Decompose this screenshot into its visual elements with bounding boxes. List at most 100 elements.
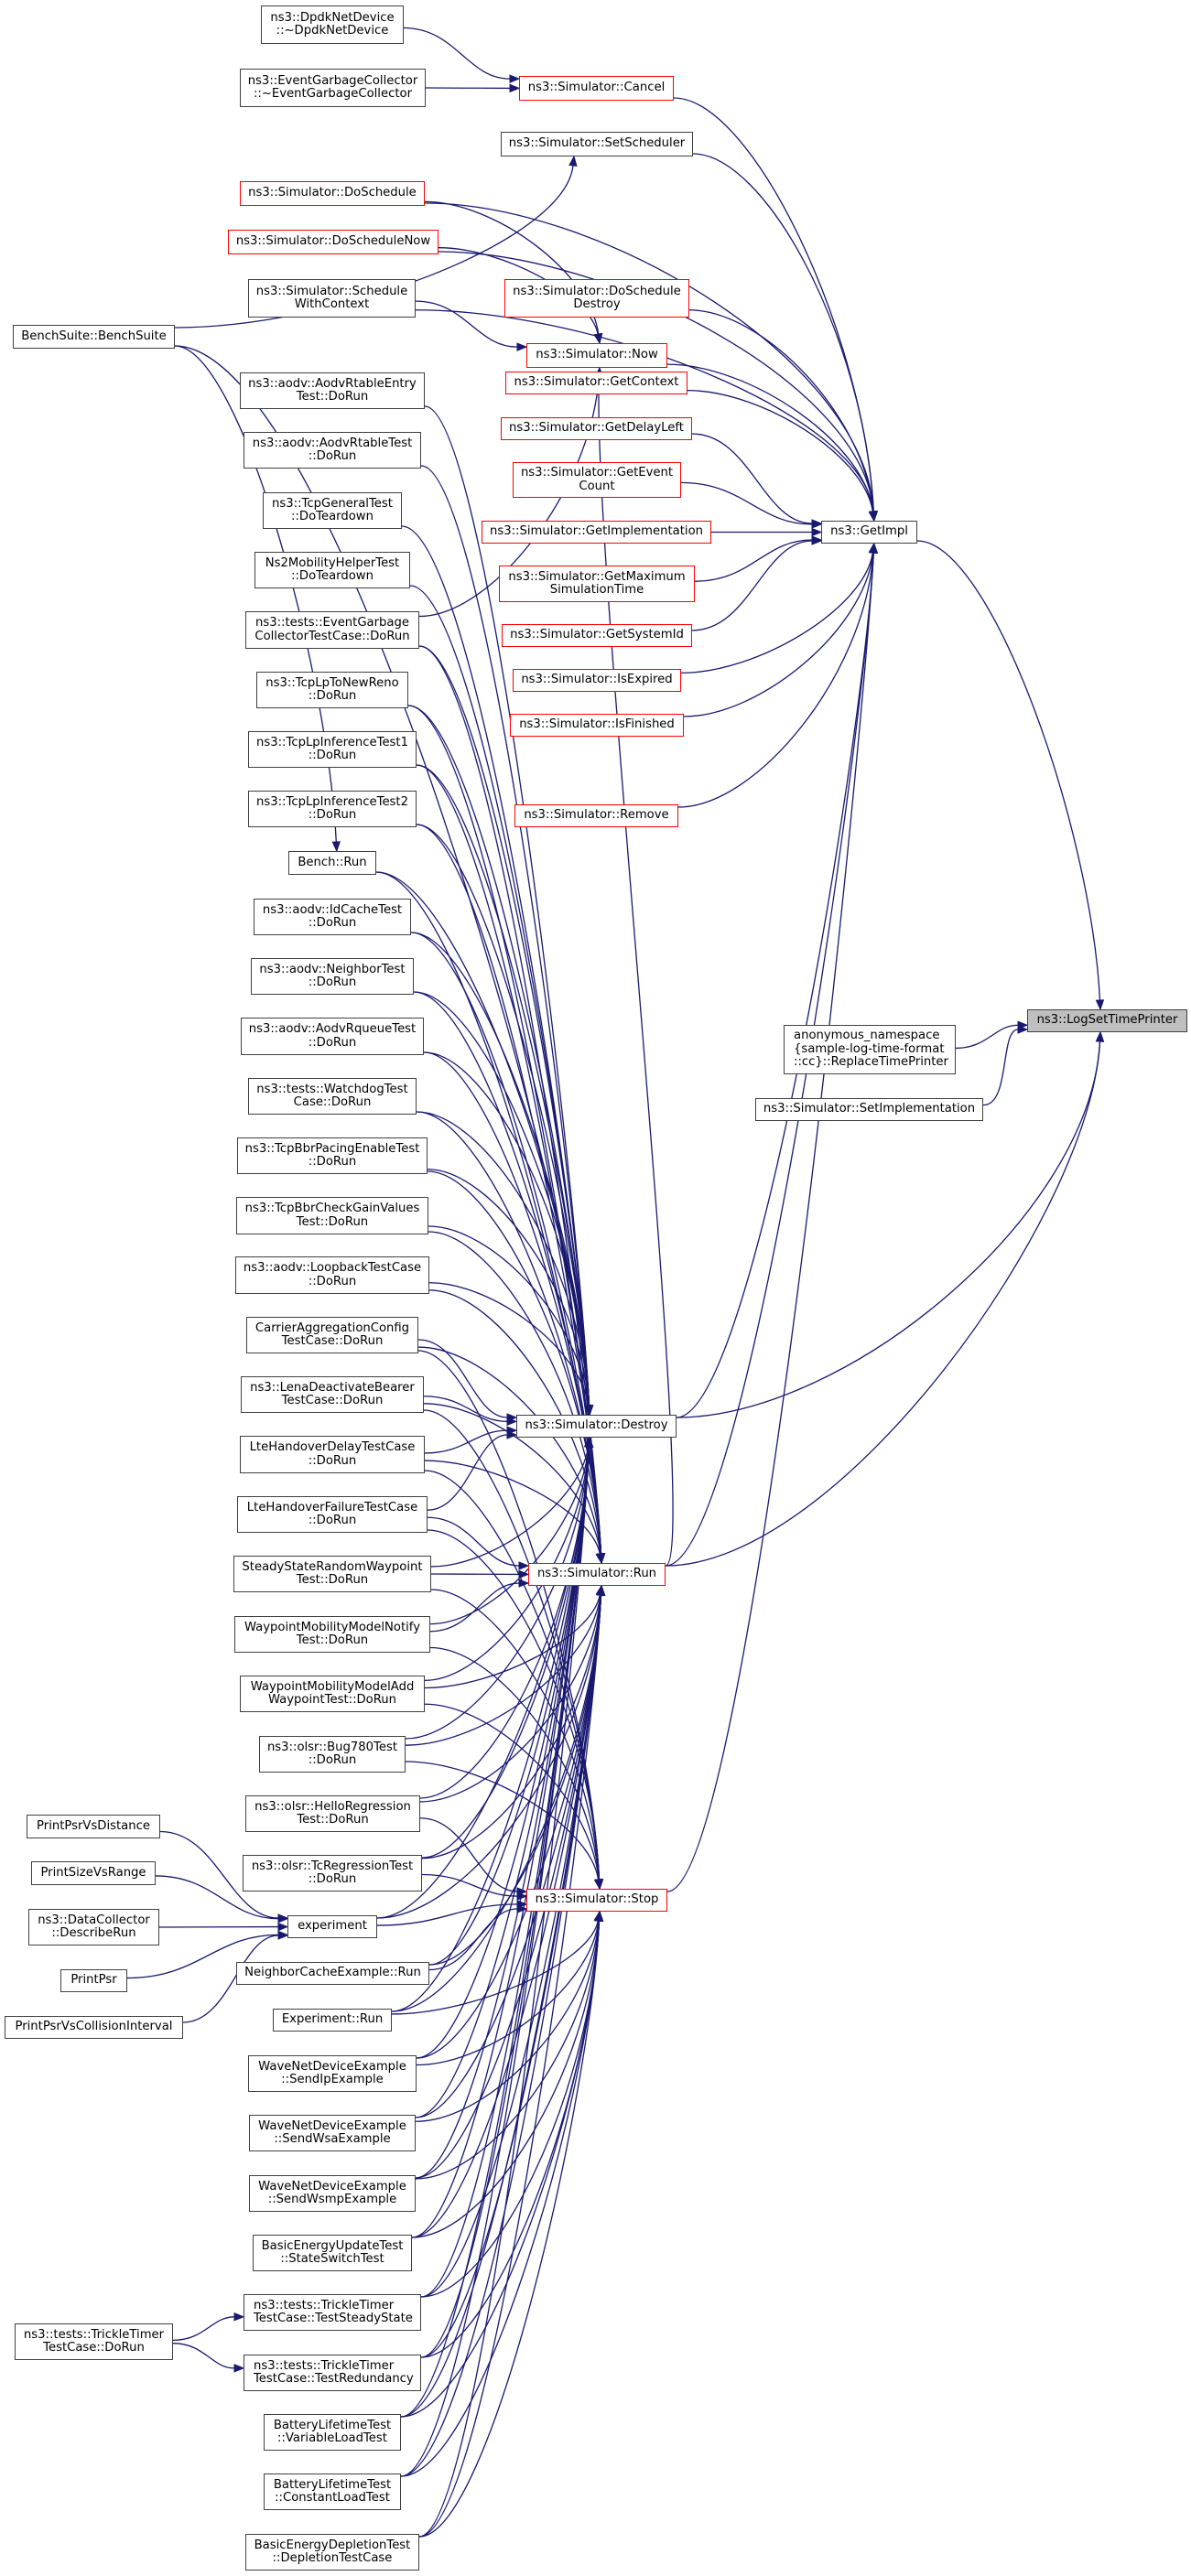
node-tcp-bbr-check-gain-values-test[interactable]: ns3::TcpBbrCheckGainValues Test::DoRun — [236, 1197, 428, 1234]
node-dpdk-net-device-destructor[interactable]: ns3::DpdkNetDevice ::~DpdkNetDevice — [261, 5, 404, 44]
node-print-size-vs-range[interactable]: PrintSizeVsRange — [31, 1861, 156, 1885]
arrowhead-LenaDeactivateBearerTestCase-to-Destroy — [506, 1417, 518, 1427]
node-log-set-time-printer: ns3::LogSetTimePrinter — [1027, 1009, 1187, 1032]
node-trickle-timer-test-redundancy[interactable]: ns3::tests::TrickleTimer TestCase::TestR… — [244, 2355, 421, 2391]
edge-StateSwitchTest-to-Stop — [411, 1920, 601, 2238]
node-simulator-get-event-count[interactable]: ns3::Simulator::GetEvent Count — [513, 462, 681, 498]
node-simulator-is-finished[interactable]: ns3::Simulator::IsFinished — [510, 714, 684, 737]
node-simulator-get-maximum-simulation-time[interactable]: ns3::Simulator::GetMaximum SimulationTim… — [499, 566, 695, 602]
node-set-implementation[interactable]: ns3::Simulator::SetImplementation — [755, 1098, 983, 1121]
node-aodv-loopback-test-case[interactable]: ns3::aodv::LoopbackTestCase ::DoRun — [235, 1256, 429, 1294]
edge-TcpGeneralTest-to-Destroy — [401, 525, 590, 1407]
node-simulator-get-context[interactable]: ns3::Simulator::GetContext — [505, 372, 688, 394]
node-battery-variable-load-test[interactable]: BatteryLifetimeTest ::VariableLoadTest — [264, 2414, 401, 2451]
edge-IsExpired-to-GetImpl — [680, 552, 873, 674]
node-event-garbage-collector-destructor[interactable]: ns3::EventGarbageCollector ::~EventGarba… — [240, 69, 426, 107]
node-experiment-run[interactable]: Experiment::Run — [273, 2009, 392, 2032]
node-tcp-bbr-pacing-enable-test[interactable]: ns3::TcpBbrPacingEnableTest ::DoRun — [237, 1137, 428, 1174]
node-simulator-run[interactable]: ns3::Simulator::Run — [528, 1563, 666, 1586]
edge-ScheduleWithContext-to-Now — [415, 300, 518, 348]
node-waypoint-mobility-model-add-waypoint-test[interactable]: WaypointMobilityModelAdd WaypointTest::D… — [240, 1676, 425, 1712]
node-waypoint-mobility-model-notify-test[interactable]: WaypointMobilityModelNotify Test::DoRun — [234, 1616, 430, 1653]
node-get-impl[interactable]: ns3::GetImpl — [821, 521, 917, 544]
node-simulator-get-system-id[interactable]: ns3::Simulator::GetSystemId — [502, 624, 692, 647]
node-simulator-do-schedule[interactable]: ns3::Simulator::DoSchedule — [240, 181, 425, 206]
edge-Stop-to-GetImpl — [666, 552, 874, 1892]
node-print-psr-vs-distance[interactable]: PrintPsrVsDistance — [27, 1815, 160, 1838]
edge-experiment-to-Run — [376, 1594, 602, 1919]
edge-WaypointMobilityModelNotifyTest-to-Run — [429, 1582, 520, 1633]
arrowhead-DepletionTestCase-to-Run — [596, 1584, 606, 1596]
edge-PrintPsr-to-experiment — [126, 1934, 279, 1979]
node-watchdog-test-case[interactable]: ns3::tests::WatchdogTest Case::DoRun — [248, 1078, 417, 1115]
node-olsr-tc-regression-test[interactable]: ns3::olsr::TcRegressionTest ::DoRun — [243, 1855, 422, 1892]
edge-experiment-to-Stop — [376, 1903, 518, 1926]
node-aodv-neighbor-test[interactable]: ns3::aodv::NeighborTest ::DoRun — [251, 958, 414, 995]
arrowhead-SetImplementation-to-LogSetTimePrinter — [1017, 1025, 1029, 1034]
edge-AodvRtableTest-to-Destroy — [420, 465, 590, 1407]
node-tcp-general-test[interactable]: ns3::TcpGeneralTest ::DoTeardown — [263, 492, 402, 529]
node-bench-suite[interactable]: BenchSuite::BenchSuite — [13, 325, 175, 349]
node-aodv-rtable-entry-test[interactable]: ns3::aodv::AodvRtableEntry Test::DoRun — [240, 372, 425, 409]
node-trickle-timer-do-run[interactable]: ns3::tests::TrickleTimer TestCase::DoRun — [15, 2323, 173, 2360]
edge-DpdkNetDevice-to-Cancel — [403, 27, 511, 80]
node-simulator-is-expired[interactable]: ns3::Simulator::IsExpired — [513, 669, 681, 692]
arrowhead-GetEventCount-to-GetImpl — [811, 520, 823, 529]
node-simulator-get-delay-left[interactable]: ns3::Simulator::GetDelayLeft — [501, 417, 692, 440]
node-lte-handover-failure-test-case[interactable]: LteHandoverFailureTestCase ::DoRun — [237, 1496, 428, 1533]
node-simulator-set-scheduler[interactable]: ns3::Simulator::SetScheduler — [501, 132, 693, 156]
node-experiment[interactable]: experiment — [287, 1915, 377, 1938]
node-simulator-schedule-with-context[interactable]: ns3::Simulator::Schedule WithContext — [248, 279, 416, 318]
edge-SteadyStateRandomWaypointTest-to-Destroy — [430, 1446, 590, 1568]
node-tcp-lp-inference-test1[interactable]: ns3::TcpLpInferenceTest1 ::DoRun — [248, 731, 417, 768]
node-tcp-lp-inference-test2[interactable]: ns3::TcpLpInferenceTest2 ::DoRun — [248, 791, 417, 827]
node-simulator-get-implementation[interactable]: ns3::Simulator::GetImplementation — [482, 521, 711, 544]
node-simulator-stop[interactable]: ns3::Simulator::Stop — [526, 1889, 667, 1912]
edge-Bug780Test-to-Destroy — [405, 1446, 590, 1740]
node-aodv-rtable-test[interactable]: ns3::aodv::AodvRtableTest ::DoRun — [244, 432, 421, 469]
edge-GetMaximumSimulationTime-to-GetImpl — [694, 539, 813, 582]
node-simulator-cancel[interactable]: ns3::Simulator::Cancel — [519, 76, 674, 101]
node-bench-run[interactable]: Bench::Run — [288, 851, 376, 875]
node-print-psr-vs-collision-interval[interactable]: PrintPsrVsCollisionInterval — [5, 2016, 183, 2039]
arrowhead-GetImpl-to-LogSetTimePrinter — [1095, 999, 1105, 1011]
node-simulator-do-schedule-destroy[interactable]: ns3::Simulator::DoSchedule Destroy — [504, 279, 689, 318]
node-olsr-hello-regression-test[interactable]: ns3::olsr::HelloRegression Test::DoRun — [245, 1795, 420, 1832]
edge-DoScheduleNow-to-Now — [438, 247, 599, 335]
node-olsr-bug780-test[interactable]: ns3::olsr::Bug780Test ::DoRun — [259, 1736, 406, 1773]
edge-StateSwitchTest-to-Run — [411, 1594, 602, 2238]
node-aodv-id-cache-test[interactable]: ns3::aodv::IdCacheTest ::DoRun — [254, 899, 411, 935]
node-trickle-timer-test-steady-state[interactable]: ns3::tests::TrickleTimer TestCase::TestS… — [244, 2294, 421, 2331]
node-simulator-now[interactable]: ns3::Simulator::Now — [526, 343, 667, 368]
node-wave-send-wsmp-example[interactable]: WaveNetDeviceExample ::SendWsmpExample — [249, 2175, 416, 2212]
node-simulator-destroy[interactable]: ns3::Simulator::Destroy — [516, 1415, 677, 1438]
edge-WaypointMobilityModelNotifyTest-to-Stop — [429, 1646, 600, 1881]
node-neighbor-cache-example-run[interactable]: NeighborCacheExample::Run — [236, 1962, 429, 1985]
node-print-psr[interactable]: PrintPsr — [60, 1969, 127, 1992]
node-basic-energy-depletion-test-case[interactable]: BasicEnergyDepletionTest ::DepletionTest… — [245, 2534, 419, 2571]
node-wave-send-wsa-example[interactable]: WaveNetDeviceExample ::SendWsaExample — [249, 2115, 416, 2151]
node-replace-time-printer[interactable]: anonymous_namespace {sample-log-time-for… — [784, 1025, 956, 1074]
edge-LenaDeactivateBearerTestCase-to-Run — [423, 1403, 601, 1555]
node-data-collector-describe-run[interactable]: ns3::DataCollector ::DescribeRun — [28, 1909, 159, 1945]
node-wave-send-ip-example[interactable]: WaveNetDeviceExample ::SendIpExample — [248, 2055, 417, 2092]
arrowhead-GetImplementation-to-GetImpl — [811, 527, 823, 537]
arrowhead-GetSystemId-to-GetImpl — [811, 536, 823, 545]
node-ns2-mobility-helper-test[interactable]: Ns2MobilityHelperTest ::DoTeardown — [254, 552, 410, 588]
node-simulator-remove[interactable]: ns3::Simulator::Remove — [514, 804, 678, 827]
node-battery-constant-load-test[interactable]: BatteryLifetimeTest ::ConstantLoadTest — [264, 2474, 401, 2510]
edge-LteHandoverFailureTestCase-to-Destroy — [427, 1434, 508, 1511]
node-lte-handover-delay-test-case[interactable]: LteHandoverDelayTestCase ::DoRun — [240, 1436, 425, 1473]
node-simulator-do-schedule-now[interactable]: ns3::Simulator::DoScheduleNow — [228, 230, 439, 254]
edge-TcRegressionTest-to-Run — [421, 1594, 601, 1859]
edge-StateSwitchTest-to-Destroy — [411, 1446, 590, 2238]
edge-DepletionTestCase-to-Run — [418, 1594, 602, 2538]
node-aodv-rqueue-test[interactable]: ns3::aodv::AodvRqueueTest ::DoRun — [241, 1018, 424, 1055]
edge-TrickleTimerDoRun-to-TestRedundancy — [172, 2343, 235, 2369]
node-tcp-lp-to-new-reno[interactable]: ns3::TcpLpToNewReno ::DoRun — [256, 672, 408, 708]
node-event-garbage-collector-test-case[interactable]: ns3::tests::EventGarbage CollectorTestCa… — [245, 611, 419, 649]
node-basic-energy-state-switch-test[interactable]: BasicEnergyUpdateTest ::StateSwitchTest — [253, 2235, 412, 2271]
node-steady-state-random-waypoint-test[interactable]: SteadyStateRandomWaypoint Test::DoRun — [233, 1556, 431, 1592]
node-lena-deactivate-bearer-test-case[interactable]: ns3::LenaDeactivateBearer TestCase::DoRu… — [241, 1376, 424, 1413]
node-carrier-aggregation-config-test-case[interactable]: CarrierAggregationConfig TestCase::DoRun — [246, 1317, 418, 1353]
